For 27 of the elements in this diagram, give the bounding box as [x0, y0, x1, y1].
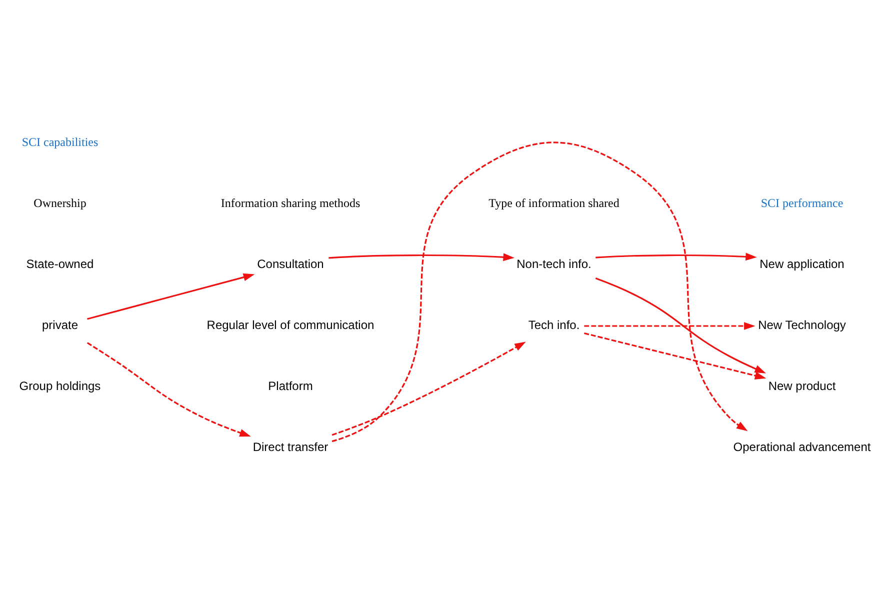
node-text: Group holdings — [19, 378, 101, 393]
label: SCI performance — [760, 196, 844, 210]
label: Information sharing methods — [220, 196, 360, 210]
node-text: Direct transfer — [252, 440, 328, 454]
arrow — [584, 322, 756, 330]
label: Ownership — [34, 196, 86, 210]
arrow — [596, 252, 757, 260]
node-text: New Technology — [758, 318, 846, 332]
node-text: State-owned — [26, 256, 94, 271]
node-text: Platform — [268, 378, 313, 393]
arrow — [87, 272, 255, 320]
node-text: Non-tech info. — [516, 256, 592, 271]
node-text: Consultation — [257, 256, 324, 271]
arrow — [332, 141, 748, 442]
node-text: Regular level of communication — [206, 318, 374, 332]
node-text: New application — [760, 256, 844, 271]
arrow — [595, 277, 766, 373]
arrow — [584, 332, 766, 379]
label: Type of information shared — [488, 196, 620, 210]
node-text: New product — [768, 378, 836, 393]
arrow — [86, 342, 251, 436]
node-text: Operational advancement — [733, 440, 871, 454]
label: SCI capabilities — [22, 134, 98, 149]
arrow — [328, 252, 514, 261]
arrow — [332, 341, 526, 436]
node-text: Tech info. — [528, 318, 580, 332]
node-text: private — [42, 318, 78, 332]
